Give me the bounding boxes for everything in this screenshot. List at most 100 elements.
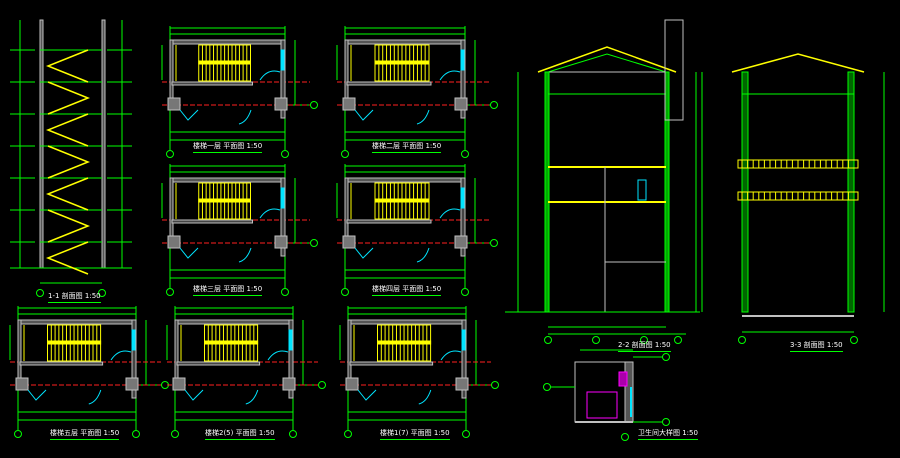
stair-run xyxy=(47,145,91,179)
column xyxy=(125,377,139,391)
axis-bubble xyxy=(621,433,629,441)
column xyxy=(342,235,356,249)
axis-bubble xyxy=(544,336,552,344)
door-swing xyxy=(259,208,281,219)
plan-1-title: 楼梯一层 平面图 1:50 xyxy=(193,141,263,153)
plan-5-title: 楼梯五层 平面图 1:50 xyxy=(50,428,120,440)
column xyxy=(15,377,29,391)
wall xyxy=(346,219,432,224)
axis-bubble xyxy=(640,336,648,344)
column xyxy=(274,97,288,111)
wall xyxy=(280,177,286,257)
stair-handrail xyxy=(47,340,102,345)
section-outline xyxy=(547,71,667,313)
wall xyxy=(460,39,466,119)
stair-handrail xyxy=(198,60,251,65)
stair-run xyxy=(45,177,89,211)
toilet-cubicles xyxy=(586,391,618,419)
axis-bubble xyxy=(289,430,297,438)
axis-bubble xyxy=(171,430,179,438)
wall xyxy=(171,219,253,224)
wall xyxy=(664,71,670,313)
plan-6-title: 楼梯2(5) 平面图 1:50 xyxy=(205,428,275,440)
wall xyxy=(101,19,106,269)
roof-structure xyxy=(547,53,667,73)
column xyxy=(342,97,356,111)
wall xyxy=(344,177,466,183)
door-swing xyxy=(440,350,462,361)
column xyxy=(167,97,181,111)
stair-handrail xyxy=(377,340,432,345)
door-swing xyxy=(27,389,47,401)
axis-bubble xyxy=(344,430,352,438)
plan-7-title: 楼梯1(7) 平面图 1:50 xyxy=(380,428,450,440)
window xyxy=(460,187,465,209)
section-3-title: 3-3 剖面图 1:50 xyxy=(790,340,843,352)
stair-handrail xyxy=(198,198,251,203)
chimney xyxy=(664,19,684,121)
door-swing xyxy=(184,389,204,401)
column xyxy=(167,235,181,249)
axis-bubble xyxy=(281,288,289,296)
wall xyxy=(349,361,434,366)
window xyxy=(131,329,136,351)
column xyxy=(172,377,186,391)
axis-bubble xyxy=(461,288,469,296)
axis-bubble xyxy=(490,101,498,109)
column xyxy=(274,235,288,249)
axis-bubble xyxy=(98,289,106,297)
door-swing xyxy=(418,389,432,405)
axis-bubble xyxy=(738,336,746,344)
wall xyxy=(347,319,467,325)
door-swing xyxy=(88,389,102,405)
roof-line xyxy=(731,53,865,73)
door-swing xyxy=(267,350,289,361)
door-swing xyxy=(238,109,252,125)
wall xyxy=(346,81,432,86)
wall xyxy=(171,81,253,86)
axis-bubble xyxy=(341,150,349,158)
axis-bubble xyxy=(462,430,470,438)
door-swing xyxy=(179,247,199,259)
window xyxy=(637,179,647,201)
wall xyxy=(344,39,466,45)
roof-line xyxy=(537,46,677,73)
wall xyxy=(131,319,137,399)
door-swing xyxy=(357,389,377,401)
axis-bubble xyxy=(318,381,326,389)
axis-bubble xyxy=(662,418,670,426)
axis-bubble xyxy=(281,150,289,158)
stair-run xyxy=(45,241,89,275)
window xyxy=(461,329,466,351)
axis-bubble xyxy=(14,430,22,438)
axis-bubble xyxy=(310,239,318,247)
window xyxy=(280,49,285,71)
door-swing xyxy=(439,70,461,81)
stair-handrail xyxy=(374,198,430,203)
wall xyxy=(280,39,286,119)
axis-bubble xyxy=(592,336,600,344)
window xyxy=(460,49,465,71)
column xyxy=(454,235,468,249)
column xyxy=(345,377,359,391)
stair-handrail xyxy=(374,60,430,65)
plan-4-title: 楼梯四层 平面图 1:50 xyxy=(372,284,442,296)
wall xyxy=(169,39,286,45)
door-swing xyxy=(416,109,430,125)
sink xyxy=(618,371,628,387)
stair-run xyxy=(47,209,91,243)
wall xyxy=(169,177,286,183)
axis-bubble xyxy=(310,101,318,109)
wall xyxy=(176,361,261,366)
plan-2-title: 楼梯二层 平面图 1:50 xyxy=(372,141,442,153)
section-1-title: 1-1 剖面图 1:50 xyxy=(48,291,101,303)
door-swing xyxy=(259,70,281,81)
column xyxy=(454,97,468,111)
axis-bubble xyxy=(674,336,682,344)
wc-detail-title: 卫生间大样图 1:50 xyxy=(638,428,698,440)
door-swing xyxy=(354,247,374,259)
stair-handrail xyxy=(204,340,259,345)
axis-bubble xyxy=(461,150,469,158)
stair-run xyxy=(45,49,89,83)
